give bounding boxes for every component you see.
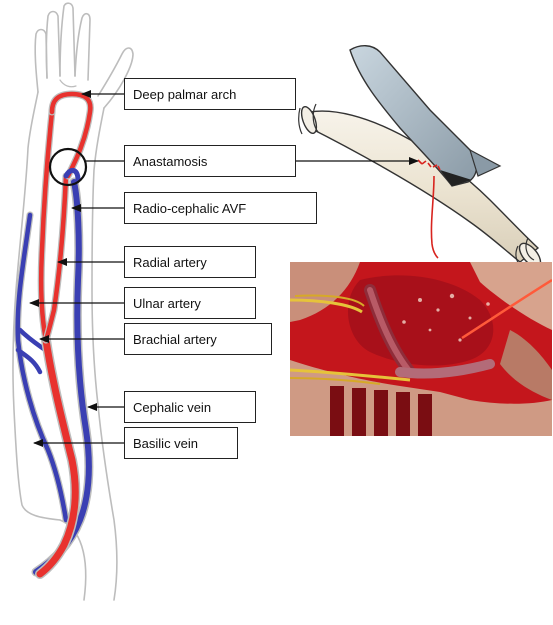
label-brachial-artery-text: Brachial artery	[133, 331, 217, 347]
ulnar-artery	[37, 108, 56, 344]
label-deep-palmar-arch: Deep palmar arch	[124, 78, 296, 110]
leader-arrows	[29, 90, 419, 447]
label-basilic-vein: Basilic vein	[124, 427, 238, 459]
label-anastomosis-text: Anastamosis	[133, 153, 208, 169]
anastomosis-schematic	[298, 45, 542, 269]
label-anastomosis: Anastamosis	[124, 145, 296, 177]
avf-junction	[63, 168, 81, 183]
intraoperative-photo	[290, 262, 552, 436]
label-basilic-vein-text: Basilic vein	[133, 435, 199, 451]
label-deep-palmar-arch-text: Deep palmar arch	[133, 86, 237, 102]
brachial-artery	[35, 335, 81, 579]
label-ulnar-artery: Ulnar artery	[124, 287, 256, 319]
label-radio-cephalic-avf: Radio-cephalic AVF	[124, 192, 317, 224]
label-ulnar-artery-text: Ulnar artery	[133, 295, 201, 311]
anastomosis-circle	[48, 147, 88, 187]
radial-artery	[42, 172, 70, 344]
deep-palmar-arch	[48, 90, 94, 180]
label-cephalic-vein: Cephalic vein	[124, 391, 256, 423]
label-cephalic-vein-text: Cephalic vein	[133, 399, 212, 415]
label-radial-artery-text: Radial artery	[133, 254, 207, 270]
suture-thread	[430, 175, 439, 259]
label-radial-artery: Radial artery	[124, 246, 256, 278]
suture-stitches	[417, 159, 441, 171]
label-brachial-artery: Brachial artery	[124, 323, 272, 355]
arm-outline	[12, 2, 134, 601]
label-radio-cephalic-avf-text: Radio-cephalic AVF	[133, 200, 247, 216]
